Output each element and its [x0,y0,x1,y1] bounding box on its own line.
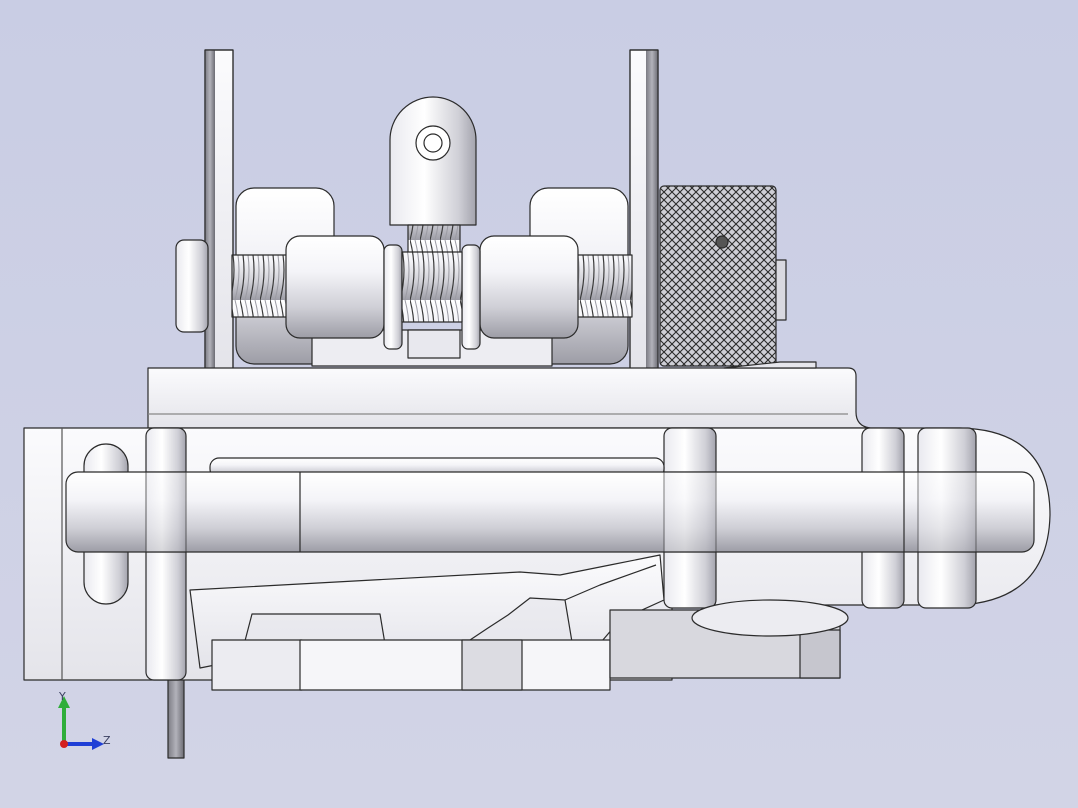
left-end-nut [175,239,209,333]
screw-collar-right [479,235,579,339]
lower-block-center [299,639,611,691]
knurled-knob [659,185,777,367]
lower-jaw [189,554,665,669]
triad-y-label: Y [58,690,66,703]
left-post-bottom [167,671,185,759]
triad-z-label: Z [103,734,111,747]
screw-collar-left [285,235,385,339]
orientation-triad: Y Z [58,690,111,750]
cad-model[interactable] [23,49,1051,759]
ring-1 [145,427,187,681]
lower-block-left [211,639,303,691]
top-plate [147,367,871,429]
main-shaft [65,471,1035,553]
eye-bolt [389,96,477,226]
